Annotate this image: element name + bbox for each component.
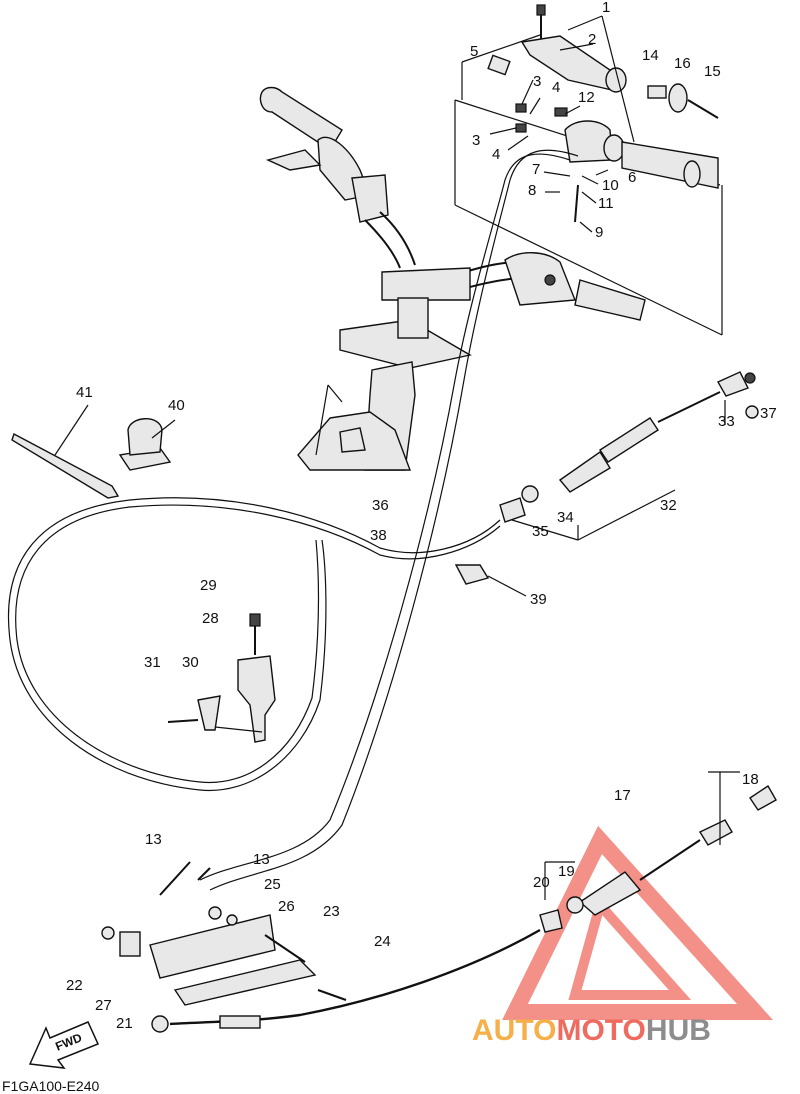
part-number: 35 bbox=[532, 523, 549, 540]
part-number: 41 bbox=[76, 384, 93, 401]
part-number: 32 bbox=[660, 497, 677, 514]
part-number: 26 bbox=[278, 898, 295, 915]
group-brackets bbox=[511, 400, 740, 900]
part-number: 15 bbox=[704, 63, 721, 80]
part-number: 23 bbox=[323, 903, 340, 920]
handlebar bbox=[364, 211, 646, 321]
steering-column bbox=[297, 297, 472, 471]
watermark-auto: AUTO bbox=[472, 1014, 557, 1047]
part-number: 9 bbox=[595, 224, 604, 241]
part-number: 13 bbox=[145, 831, 162, 848]
cable-bracket-plate bbox=[101, 861, 347, 1006]
part-number: 38 bbox=[370, 527, 387, 544]
part-number: 3 bbox=[533, 73, 542, 90]
part-number: 40 bbox=[168, 397, 185, 414]
part-number: 39 bbox=[530, 591, 547, 608]
part-number: 1 bbox=[602, 0, 611, 16]
part-number: 17 bbox=[614, 787, 631, 804]
part-number: 28 bbox=[202, 610, 219, 627]
watermark-moto: MOTO bbox=[556, 1014, 646, 1047]
part-number: 34 bbox=[557, 509, 574, 526]
part-number: 7 bbox=[532, 161, 541, 178]
part-number: 19 bbox=[558, 863, 575, 880]
part-number: 20 bbox=[533, 874, 550, 891]
part-number: 29 bbox=[200, 577, 217, 594]
part-number: 10 bbox=[602, 177, 619, 194]
part-number: 30 bbox=[182, 654, 199, 671]
steering-cable bbox=[151, 785, 777, 1033]
part-number: 21 bbox=[116, 1015, 133, 1032]
leader-lines bbox=[489, 15, 635, 233]
part-number: 16 bbox=[674, 55, 691, 72]
cable-bracket bbox=[167, 613, 276, 743]
part-number: 18 bbox=[742, 771, 759, 788]
part-number: 24 bbox=[374, 933, 391, 950]
part-number: 5 bbox=[470, 43, 479, 60]
part-number: 4 bbox=[492, 146, 501, 163]
cable-ties bbox=[11, 404, 176, 499]
part-number: 14 bbox=[642, 47, 659, 64]
part-number: 13 bbox=[253, 851, 270, 868]
choke-cable bbox=[7, 497, 501, 792]
fwd-arrow-icon bbox=[28, 1021, 100, 1069]
part-number: 8 bbox=[528, 182, 537, 199]
part-number: 37 bbox=[760, 405, 777, 422]
part-number: 25 bbox=[264, 876, 281, 893]
part-number: 22 bbox=[66, 977, 83, 994]
part-39 bbox=[454, 564, 490, 585]
part-number: 2 bbox=[588, 31, 597, 48]
throttle-lever bbox=[487, 4, 719, 223]
left-grip bbox=[259, 86, 389, 223]
part-number: 4 bbox=[552, 79, 561, 96]
part-number: 33 bbox=[718, 413, 735, 430]
part-number: 27 bbox=[95, 997, 112, 1014]
part-number: 31 bbox=[144, 654, 161, 671]
part-number: 12 bbox=[578, 89, 595, 106]
part-number: 6 bbox=[628, 169, 637, 186]
part-number: 36 bbox=[372, 497, 389, 514]
choke-cable-end bbox=[499, 371, 759, 523]
watermark-hub: HUB bbox=[645, 1014, 711, 1047]
part-number: 11 bbox=[598, 195, 614, 212]
part-number: 3 bbox=[472, 132, 481, 149]
watermark-logo: AUTOMOTOHUB bbox=[472, 1014, 711, 1048]
drawing-code: F1GA100-E240 bbox=[2, 1078, 100, 1094]
throttle-cables bbox=[199, 149, 579, 891]
